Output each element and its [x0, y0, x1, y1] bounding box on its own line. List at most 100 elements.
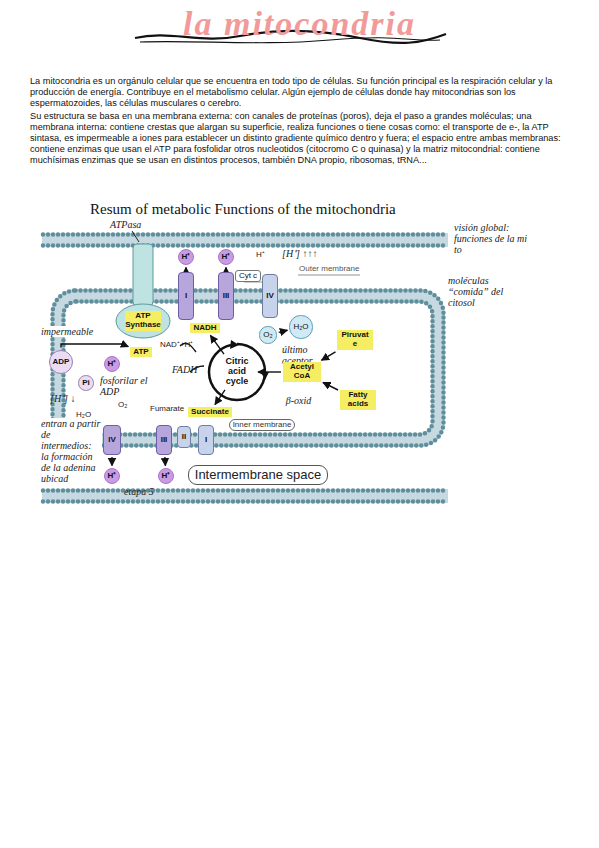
region-box-text: Intermembrane space: [195, 467, 321, 483]
lipid-heads: [43, 243, 448, 248]
complex-box-text: I: [185, 292, 187, 301]
molecule-box-text: Succinate: [191, 408, 229, 417]
handwritten-note-text: entran a partir de intermedios: la forma…: [41, 418, 100, 484]
molecule-box-text: Fatty acids: [343, 391, 373, 409]
complex-box-text: III: [161, 436, 168, 445]
lipid-heads: [64, 302, 433, 435]
cycle-label: Citric acid cycle: [218, 356, 256, 388]
handwritten-note: moléculas “comida” del citosol: [448, 275, 528, 308]
molecule-label-text: NAD⁺+H⁺: [160, 340, 193, 349]
handwritten-note-text: [H⁺] ↑↑↑: [282, 248, 318, 259]
region-box: Inner membrane: [229, 419, 296, 432]
arrowhead: [261, 372, 269, 380]
molecule-circle-text: H₂O: [293, 323, 308, 332]
arrowhead: [230, 340, 239, 349]
connector-arrow: [258, 371, 281, 372]
handwritten-note-text: visión global: funciones de la mi to: [454, 222, 527, 255]
molecule-label: O₂: [118, 400, 127, 410]
membrane-label: Outer membrane: [299, 264, 359, 274]
complex-box: III: [156, 425, 172, 455]
molecule-label-text: Fumarate: [150, 404, 184, 413]
molecule-circle-text: ADP: [53, 358, 70, 367]
complex-box-text: I: [205, 436, 207, 445]
inner-membrane: [53, 291, 444, 446]
molecule-box-text: Piruvat e: [340, 331, 370, 349]
molecule-box: Piruvat e: [337, 330, 373, 350]
molecule-box-text: Acetyl CoA: [286, 363, 318, 381]
membrane-label-text: Outer membrane: [299, 264, 359, 273]
molecule-box-text: ATP: [133, 348, 148, 357]
lipid-heads: [43, 488, 448, 493]
region-box-text: Inner membrane: [233, 421, 292, 430]
molecule-box: Acetyl CoA: [283, 362, 321, 382]
bilayer-band: [58, 296, 438, 440]
connector-arrow: [61, 344, 128, 348]
lipid-heads: [43, 232, 448, 237]
handwritten-note: [H⁺] ↑↑↑: [282, 248, 318, 259]
connector-arrow: [111, 457, 112, 466]
connector-arrow: [215, 390, 225, 405]
complex-box-text: IV: [266, 292, 274, 301]
molecule-box: ATP: [130, 347, 151, 358]
proton-circle-text: H⁺: [108, 472, 117, 481]
diagram-title: Resum of metabolic Functions of the mito…: [90, 201, 396, 218]
region-box: Intermembrane space: [188, 465, 328, 485]
molecule-circle: H₂O: [289, 315, 312, 338]
label-underline: [298, 275, 360, 276]
molecule-circle: ADP: [49, 350, 74, 375]
handwritten-note-text: etapa 5: [124, 486, 154, 497]
complex-box-text: IV: [108, 436, 116, 445]
handwritten-note-text: moléculas “comida” del citosol: [448, 275, 503, 308]
molecule-box: Succinate: [188, 407, 232, 418]
complex-box: I: [198, 425, 214, 455]
ion-label: H⁺: [256, 250, 265, 260]
molecule-circle: Pi: [78, 375, 94, 391]
handwritten-note-text: impermeable: [41, 326, 93, 337]
leader-line: [132, 231, 139, 242]
handwritten-note: [H⁺] ↓: [50, 393, 76, 404]
atp-synthase-head: [116, 304, 170, 338]
molecule-box-text: NADH: [193, 324, 216, 333]
molecule-box: Fatty acids: [340, 390, 376, 410]
connector-arrow: [164, 457, 166, 466]
enzyme-box-text: ATP Synthase: [125, 312, 161, 330]
atp-synthase-stalk: [133, 244, 153, 306]
page-title: la mitocondria: [0, 4, 599, 44]
handwritten-note: etapa 5: [124, 486, 154, 497]
handwritten-note: ATPasa: [110, 219, 141, 230]
cytochrome-box-text: Cyt c: [239, 272, 257, 281]
proton-circle: H⁺: [178, 249, 195, 266]
proton-circle-text: H⁺: [108, 360, 117, 369]
connector-arrow: [225, 267, 226, 270]
complex-box-text: III: [223, 292, 230, 301]
connector-arrow: [323, 383, 338, 391]
complex-box-text: II: [182, 433, 186, 442]
handwritten-note-text: FADH: [172, 364, 197, 375]
handwritten-note: impermeable: [40, 326, 94, 337]
complex-box: I: [178, 272, 194, 320]
proton-circle: H⁺: [104, 356, 121, 373]
handwritten-note-text: fosforilar el ADP: [100, 375, 148, 397]
body-paragraph: La mitocondria es un orgánulo celular qu…: [30, 76, 565, 109]
proton-circle-text: H⁺: [162, 472, 171, 481]
body-paragraph: Su estructura se basa en una membrana ex…: [30, 111, 565, 166]
molecule-box: NADH: [190, 323, 219, 334]
atp-synthase-shape: [116, 231, 170, 338]
proton-circle: H⁺: [104, 468, 121, 485]
proton-circle: H⁺: [218, 249, 235, 266]
proton-circle-text: H⁺: [222, 253, 231, 262]
complex-box: II: [177, 426, 191, 448]
handwritten-note: fosforilar el ADP: [100, 375, 156, 397]
edge-label: β-oxid: [285, 395, 313, 406]
complex-box: III: [218, 272, 234, 320]
body-paragraph-text: Su estructura se basa en una membrana ex…: [30, 111, 561, 165]
handwritten-note-text: [H⁺] ↓: [50, 393, 76, 404]
handwritten-note: visión global: funciones de la mi to: [454, 222, 536, 255]
connector-arrow: [322, 352, 336, 360]
molecule-label: NAD⁺+H⁺: [160, 340, 193, 350]
cycle-label-text: Citric acid cycle: [221, 357, 253, 387]
molecule-label-text: O₂: [118, 400, 127, 409]
proton-circle: H⁺: [158, 468, 175, 485]
lipid-heads: [53, 291, 444, 446]
